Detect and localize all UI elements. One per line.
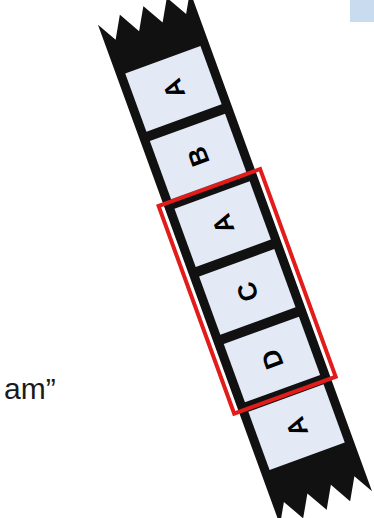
cell-symbol: B — [183, 143, 214, 170]
cell-symbol: A — [281, 414, 312, 441]
cell-symbol: D — [257, 346, 288, 373]
caption-fragment: am” — [4, 372, 56, 406]
cell-symbol: A — [158, 76, 189, 103]
corner-bar — [350, 0, 374, 22]
cell-symbol: A — [207, 211, 238, 238]
tape-body — [96, 0, 374, 518]
highlight-frame — [159, 169, 336, 414]
cell-symbol: C — [232, 279, 263, 306]
tape-strip: A B A C D A — [96, 0, 374, 518]
